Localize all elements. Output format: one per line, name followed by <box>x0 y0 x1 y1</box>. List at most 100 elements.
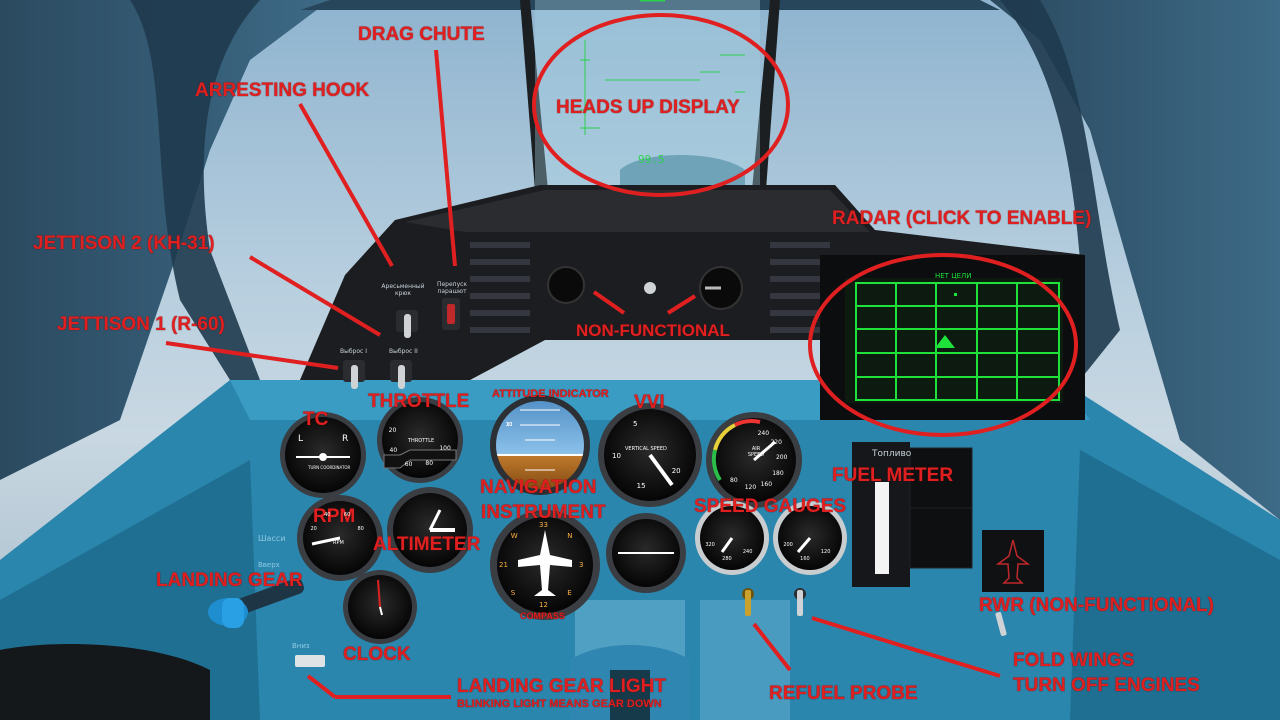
rpm-gauge <box>297 495 383 581</box>
landing-gear-label: LANDING GEAR <box>156 570 303 591</box>
hud-annotation-circle <box>532 13 790 197</box>
non-functional-label: NON-FUNCTIONAL <box>576 321 730 340</box>
navigation-instrument-label-line1: NAVIGATION <box>480 477 597 498</box>
fold-wings-pointer <box>811 616 1001 678</box>
refuel-probe-switch[interactable] <box>742 588 754 616</box>
gear-down-placard: Вниз <box>292 642 310 650</box>
fold-wings-label-line1: FOLD WINGS <box>1013 650 1135 671</box>
speed-right-tick: 160 <box>800 556 810 563</box>
speed-gauge-left <box>695 501 769 575</box>
radar-label: RADAR (CLICK TO ENABLE) <box>832 208 1092 229</box>
jettison-2-switch[interactable] <box>390 360 412 389</box>
right-knob <box>699 266 743 310</box>
jettison-1-placard: Выброс I <box>340 348 368 355</box>
refuel-probe-label: REFUEL PROBE <box>769 683 918 704</box>
hud-readout: 99.5 <box>638 153 665 166</box>
rpm-tick: 80 <box>357 525 364 532</box>
drag-chute-label: DRAG CHUTE <box>358 24 485 45</box>
arresting-hook-placard: Аресьменный крюк <box>381 283 425 297</box>
attitude-tick: 30 <box>506 421 513 428</box>
jettison-2-placard: Выброс II <box>389 348 418 355</box>
throttle-tick: 40 <box>389 447 398 455</box>
annotation-marks <box>165 13 1078 699</box>
throttle-gauge <box>377 397 463 483</box>
gauge-bezels <box>280 395 847 644</box>
throttle-caption: THROTTLE <box>408 438 435 444</box>
compass-tick: 21 <box>499 560 508 569</box>
landing-gear-light <box>295 655 325 667</box>
rwr-switch[interactable] <box>995 612 1007 637</box>
left-knob <box>547 266 585 304</box>
navigation-instrument-label-line2: INSTRUMENT <box>481 502 606 523</box>
altimeter-gauge <box>387 487 473 573</box>
jettison-1-pointer <box>165 341 339 370</box>
fuel-meter-gauge <box>852 442 973 587</box>
arresting-hook-pointer <box>298 103 394 267</box>
compass-tick: 12 <box>539 600 548 609</box>
vvi-tick: 15 <box>636 481 646 490</box>
airspeed-caption: AIR SPEED <box>747 446 765 458</box>
drag-chute-pointer <box>434 49 457 267</box>
attitude-indicator-label: ATTITUDE INDICATOR <box>492 388 609 400</box>
tc-left-mark: L <box>298 434 304 444</box>
airspeed-tick: 220 <box>770 439 782 447</box>
compass-tick: E <box>567 588 572 597</box>
compass-tick: 3 <box>579 560 584 569</box>
hud-glass <box>535 0 760 190</box>
gear-placard: Шасси <box>258 534 286 543</box>
landing-gear-light-note: BLINKING LIGHT MEANS GEAR DOWN <box>457 698 662 710</box>
heads-up-display-label: HEADS UP DISPLAY <box>556 97 740 118</box>
vvi-label: VVI <box>634 392 665 413</box>
rpm-tick: 20 <box>310 525 317 532</box>
airspeed-gauge <box>706 412 802 508</box>
radar-annotation-circle <box>808 253 1078 437</box>
airspeed-tick: 160 <box>760 481 773 489</box>
canopy-frame <box>0 0 1280 520</box>
clock-gauge <box>343 570 417 644</box>
jettison-1-label: JETTISON 1 (R-60) <box>57 314 225 335</box>
tc-right-mark: R <box>342 434 349 444</box>
airspeed-tick: 80 <box>730 477 738 485</box>
compass-tick: W <box>510 532 518 541</box>
drag-chute-switch[interactable] <box>442 298 460 330</box>
jettison-2-pointer <box>248 255 382 337</box>
non-functional-pointer-left <box>592 290 626 315</box>
landing-gear-light-pointer-a <box>306 674 337 699</box>
landing-gear-lever[interactable] <box>208 577 306 628</box>
throttle-tick: 100 <box>439 445 451 453</box>
airspeed-tick: 120 <box>744 483 757 491</box>
tc-label: TC <box>303 409 329 430</box>
throttle-tick: 80 <box>425 460 434 468</box>
fold-wings-switch[interactable] <box>794 588 806 616</box>
compass-tick: S <box>510 588 516 597</box>
compass-label: COMPASS <box>520 611 565 621</box>
vvi-gauge <box>598 403 702 507</box>
altimeter-label: ALTIMETER <box>373 534 481 555</box>
arresting-hook-label: ARRESTING HOOK <box>195 80 370 101</box>
vvi-tick: 10 <box>612 452 621 461</box>
center-indicator-light <box>644 282 656 294</box>
speed-gauge-right <box>773 501 847 575</box>
speed-left-tick: 240 <box>742 548 753 555</box>
attitude-tick: 10 <box>506 421 513 428</box>
landing-gear-light-label: LANDING GEAR LIGHT <box>457 676 666 697</box>
jettison-1-switch[interactable] <box>343 360 365 389</box>
fuel-placard: Топливо <box>872 449 912 459</box>
fold-wings-label-line2: TURN OFF ENGINES <box>1013 675 1200 696</box>
throttle-label: THROTTLE <box>368 391 470 412</box>
vvi-tick: 5 <box>633 420 638 429</box>
rpm-tick: 40 <box>324 511 331 518</box>
compass-tick: 33 <box>539 520 548 529</box>
vvi-caption: VERTICAL SPEED <box>625 446 667 452</box>
radar-status-text: НЕТ ЦЕЛИ <box>935 272 972 280</box>
fuel-meter-label: FUEL METER <box>832 465 954 486</box>
speed-left-tick: 280 <box>722 556 732 563</box>
rwr-label: RWR (NON-FUNCTIONAL) <box>979 595 1214 616</box>
arresting-hook-switch[interactable] <box>396 310 418 338</box>
turn-coordinator-gauge <box>280 412 366 498</box>
speed-right-tick: 120 <box>820 548 831 555</box>
rpm-tick: 60 <box>343 511 351 518</box>
rpm-caption: RPM <box>333 540 344 546</box>
attitude-tick: 20 <box>506 421 513 428</box>
